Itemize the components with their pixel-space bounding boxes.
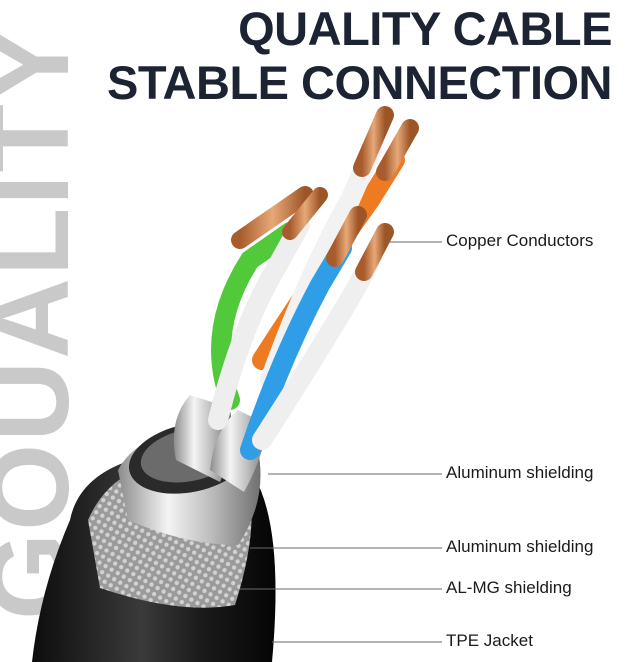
headline: QUALITY CABLE STABLE CONNECTION: [106, 2, 613, 110]
callout-copper-conductors: Copper Conductors: [446, 231, 594, 250]
headline-line-2: STABLE CONNECTION: [106, 56, 613, 109]
wire-white-1: [208, 215, 310, 430]
callout-aluminum-shielding-2: Aluminum shielding: [446, 537, 594, 556]
callout-tpe-jacket: TPE Jacket: [446, 631, 533, 650]
wire-blue: [240, 238, 352, 460]
callout-al-mg-shielding: AL-MG shielding: [446, 578, 572, 597]
headline-line-1: QUALITY CABLE: [238, 2, 612, 55]
callout-aluminum-shielding-1: Aluminum shielding: [446, 463, 594, 482]
wire-white-3: [252, 248, 382, 450]
